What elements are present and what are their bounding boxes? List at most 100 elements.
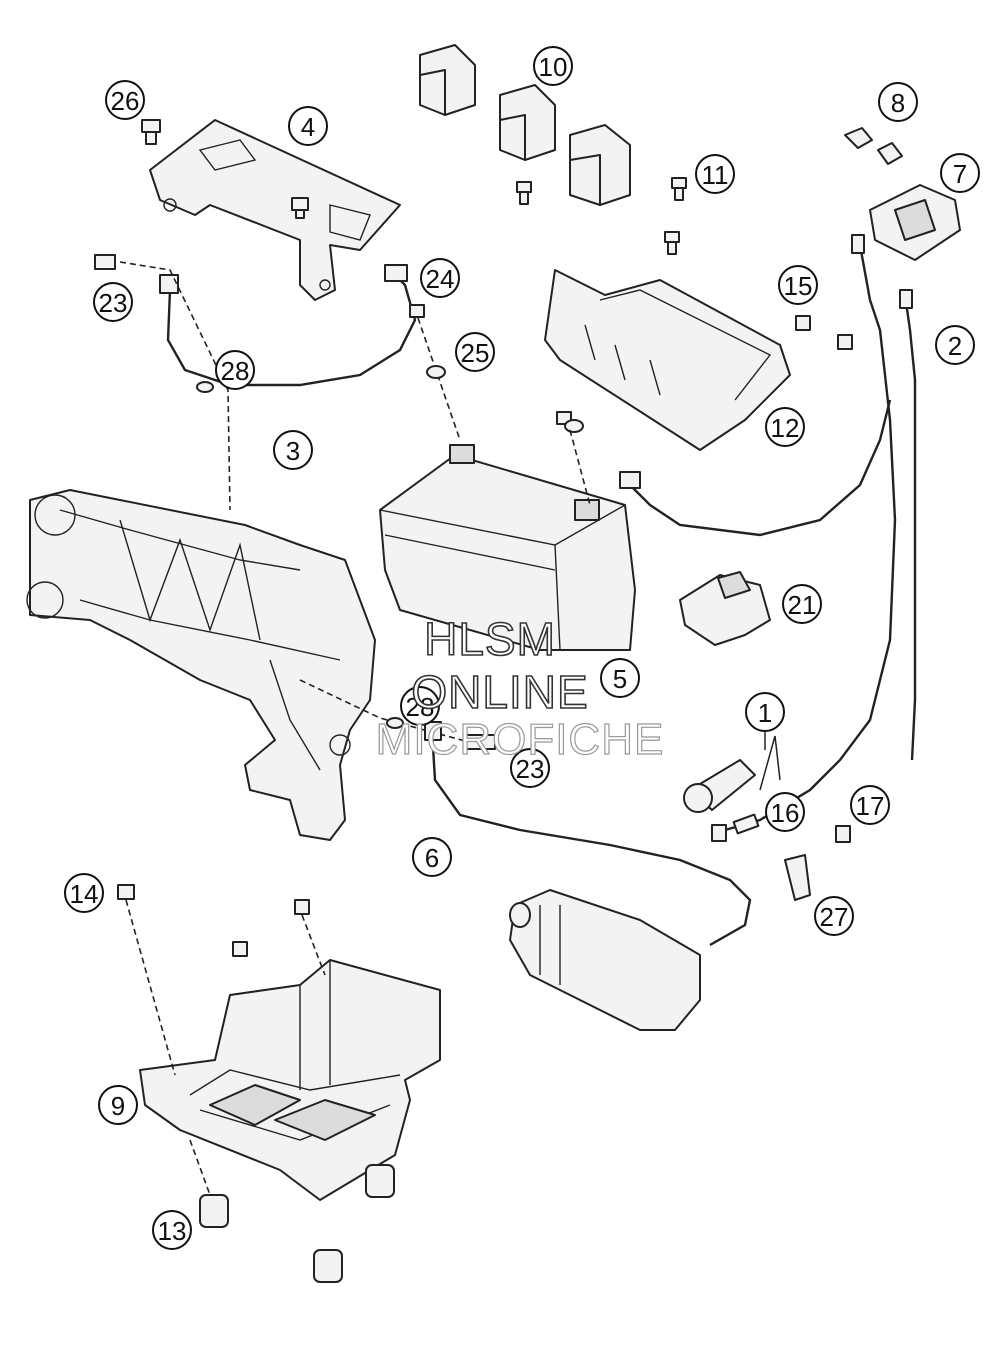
battery-cover — [544, 231, 791, 451]
callout-27: 27 — [814, 896, 854, 936]
cable-3 — [159, 264, 417, 387]
callout-label: 13 — [158, 1216, 187, 1246]
callout-circle — [420, 258, 460, 298]
callout-8: 8 — [878, 82, 918, 122]
callout-label: 12 — [771, 413, 800, 443]
terminal-cap — [683, 759, 756, 813]
callout-label: 28 — [406, 692, 435, 722]
cable-6 — [424, 721, 752, 947]
callout-label: 9 — [111, 1091, 125, 1121]
leader-upper-bolt — [119, 261, 231, 511]
callout-label: 1 — [758, 698, 772, 728]
screw-4 — [291, 197, 309, 219]
callout-1: 1 — [745, 692, 785, 732]
callout-label: 7 — [953, 159, 967, 189]
screw-10 — [516, 181, 532, 205]
callout-17: 17 — [850, 785, 890, 825]
small-parts — [711, 735, 851, 901]
callout-circle — [940, 153, 980, 193]
callout-circle — [400, 686, 440, 726]
bolt-23-lower — [386, 717, 496, 750]
battery-tray — [139, 959, 441, 1201]
frame — [26, 489, 376, 841]
callout-circle — [215, 350, 255, 390]
callout-circle — [288, 106, 328, 146]
callout-15: 15 — [778, 265, 818, 305]
callout-label: 27 — [820, 902, 849, 932]
battery — [379, 444, 636, 651]
callout-26: 26 — [105, 80, 145, 120]
screw-11 — [671, 177, 687, 201]
callout-9: 9 — [98, 1085, 138, 1125]
callout-label: 21 — [788, 590, 817, 620]
callout-circle — [533, 46, 573, 86]
relay-group — [419, 44, 631, 206]
rubber-mounts — [189, 1139, 395, 1283]
callout-21: 21 — [782, 584, 822, 624]
callout-label: 2 — [948, 331, 962, 361]
callout-10: 10 — [533, 46, 573, 86]
callout-label: 23 — [99, 288, 128, 318]
callout-28: 28 — [400, 686, 440, 726]
callout-16: 16 — [765, 792, 805, 832]
callout-circle — [412, 837, 452, 877]
callout-label: 10 — [539, 52, 568, 82]
callout-circle — [878, 82, 918, 122]
callout-6: 6 — [412, 837, 452, 877]
screw-tray-2 — [232, 941, 248, 957]
callout-circle — [850, 785, 890, 825]
cable-ground — [619, 399, 892, 537]
callout-23: 23 — [510, 748, 550, 788]
callout-label: 3 — [286, 436, 300, 466]
callout-circle — [765, 792, 805, 832]
callout-label: 4 — [301, 112, 315, 142]
callout-label: 17 — [856, 791, 885, 821]
callout-circle — [935, 325, 975, 365]
callout-label: 24 — [426, 264, 455, 294]
bracket-plate — [149, 119, 401, 301]
callout-label: 28 — [221, 356, 250, 386]
starter-motor — [509, 889, 701, 1031]
fuse-group — [844, 127, 903, 165]
callout-circle — [98, 1085, 138, 1125]
callout-2: 2 — [935, 325, 975, 365]
screw-tray-3 — [294, 899, 326, 976]
watermark-line-2: ONLINE — [411, 665, 589, 719]
callout-label: 6 — [425, 843, 439, 873]
callout-label: 8 — [891, 88, 905, 118]
callout-label: 15 — [784, 271, 813, 301]
screw-15 — [795, 315, 853, 350]
callout-label: 11 — [702, 160, 729, 190]
callout-25: 25 — [455, 332, 495, 372]
watermark-line-1: HLSM — [423, 612, 556, 666]
callout-7: 7 — [940, 153, 980, 193]
screw-26 — [141, 119, 161, 145]
callout-3: 3 — [273, 430, 313, 470]
fuse-box — [869, 184, 961, 261]
callout-circle — [273, 430, 313, 470]
callout-circle — [105, 80, 145, 120]
callout-24: 24 — [420, 258, 460, 298]
callout-circle — [782, 584, 822, 624]
callout-label: 14 — [70, 879, 99, 909]
screw-14 — [117, 884, 176, 1076]
callout-circle — [778, 265, 818, 305]
screw-24 — [409, 304, 461, 441]
cable-2 — [724, 234, 917, 832]
holder-21 — [679, 571, 771, 646]
callout-circle — [814, 896, 854, 936]
callout-circle — [93, 282, 133, 322]
callout-label: 26 — [111, 86, 140, 116]
watermark-line-3: MICROFICHE — [375, 714, 665, 764]
callout-label: 5 — [613, 664, 627, 694]
callout-11: 11 — [695, 154, 735, 194]
callout-label: 25 — [461, 338, 490, 368]
callout-circle — [600, 658, 640, 698]
callout-13: 13 — [152, 1210, 192, 1250]
callout-5: 5 — [600, 658, 640, 698]
callout-circle — [455, 332, 495, 372]
callout-12: 12 — [765, 407, 805, 447]
callout-circle — [745, 692, 785, 732]
